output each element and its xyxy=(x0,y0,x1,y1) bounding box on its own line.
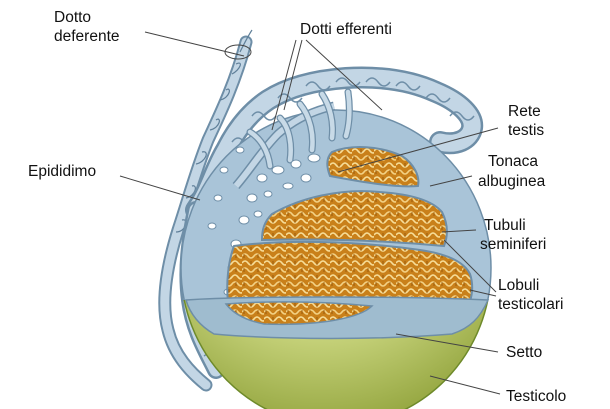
label-rete-testis-line2: testis xyxy=(508,122,544,139)
label-tonaca-albuginea-line1: Tonaca xyxy=(488,153,538,170)
label-epididimo: Epididimo xyxy=(28,163,96,180)
label-lobuli-testicolari-line1: Lobuli xyxy=(498,277,539,294)
cut-surface xyxy=(186,297,488,339)
label-dotti-efferenti: Dotti efferenti xyxy=(300,21,392,38)
label-setto: Setto xyxy=(506,344,542,361)
label-dotto-deferente-line1: Dotto xyxy=(54,9,91,26)
label-lobuli-testicolari-line2: testicolari xyxy=(498,296,563,313)
label-rete-testis-line1: Rete xyxy=(508,103,541,120)
leader-dotto-deferente xyxy=(145,32,244,56)
label-tonaca-albuginea-line2: albuginea xyxy=(478,173,546,190)
label-tubuli-seminiferi-line1: Tubuli xyxy=(484,217,526,234)
label-tubuli-seminiferi-line2: seminiferi xyxy=(480,236,546,253)
label-testicolo: Testicolo xyxy=(506,388,566,405)
label-dotto-deferente-line2: deferente xyxy=(54,28,120,45)
